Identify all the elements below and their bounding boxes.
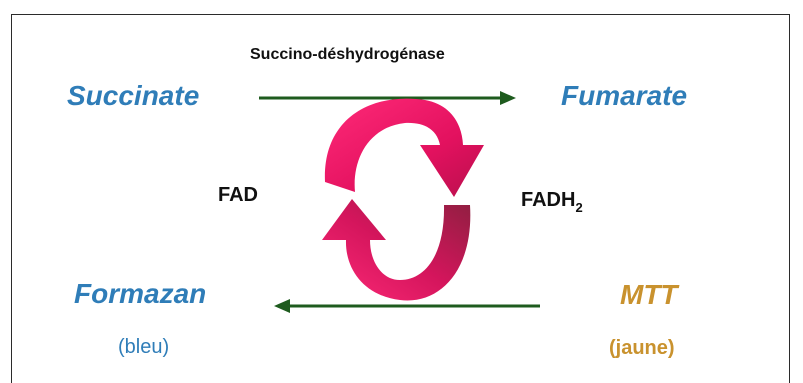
cycle-arrow-lower xyxy=(322,199,471,301)
formazan-label: Formazan xyxy=(74,278,207,309)
fadh2-label: FADH2 xyxy=(521,189,583,214)
cycle-arrow-upper xyxy=(324,98,484,197)
top-reaction-arrow xyxy=(259,91,516,105)
fad-label: FAD xyxy=(218,184,258,206)
formazan-note: (bleu) xyxy=(118,336,170,358)
enzyme-label: Succino-déshydrogénase xyxy=(250,46,445,63)
bottom-reaction-arrow xyxy=(274,299,540,313)
fadh2-subscript: 2 xyxy=(575,200,583,215)
succinate-label: Succinate xyxy=(67,80,200,111)
mtt-label: MTT xyxy=(620,279,678,310)
fadh2-base: FADH xyxy=(521,189,576,211)
diagram-frame xyxy=(11,14,790,383)
mtt-note: (jaune) xyxy=(609,337,675,359)
fumarate-label: Fumarate xyxy=(561,80,688,111)
